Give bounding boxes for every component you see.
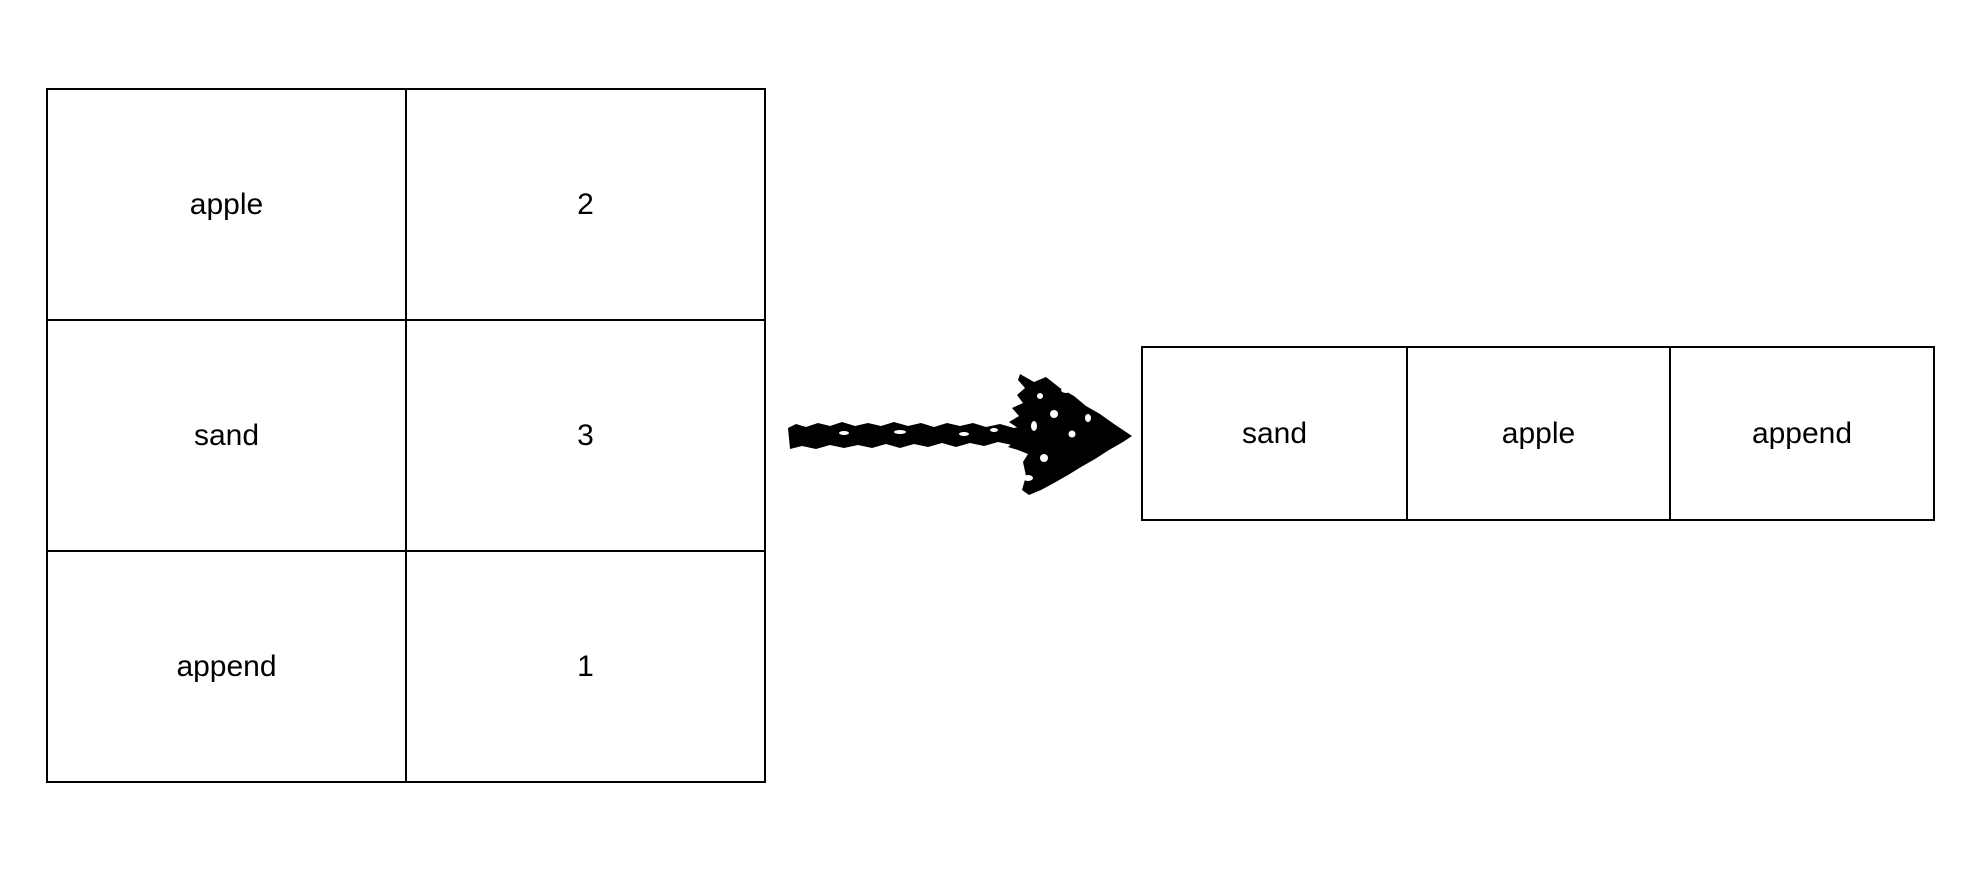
result-cell-0: sand [1141, 346, 1408, 521]
sorted-words-row: sand apple append [1141, 346, 1935, 521]
arrow-right-sketch-icon [782, 362, 1138, 504]
source-row-0-value: 2 [405, 88, 766, 321]
source-row-1-value: 3 [405, 319, 766, 552]
source-row-1-key: sand [46, 319, 407, 552]
word-count-table: apple 2 sand 3 append 1 [46, 88, 766, 783]
source-row-2-value: 1 [405, 550, 766, 783]
table-row: sand apple append [1141, 346, 1935, 521]
table-row: apple 2 [46, 88, 766, 321]
table-row: sand 3 [46, 319, 766, 552]
source-row-2-key: append [46, 550, 407, 783]
result-cell-1: apple [1406, 346, 1671, 521]
result-cell-2: append [1669, 346, 1935, 521]
sorted-words-row-body: sand apple append [1141, 346, 1935, 521]
table-row: append 1 [46, 550, 766, 783]
word-count-table-body: apple 2 sand 3 append 1 [46, 88, 766, 783]
source-row-0-key: apple [46, 88, 407, 321]
